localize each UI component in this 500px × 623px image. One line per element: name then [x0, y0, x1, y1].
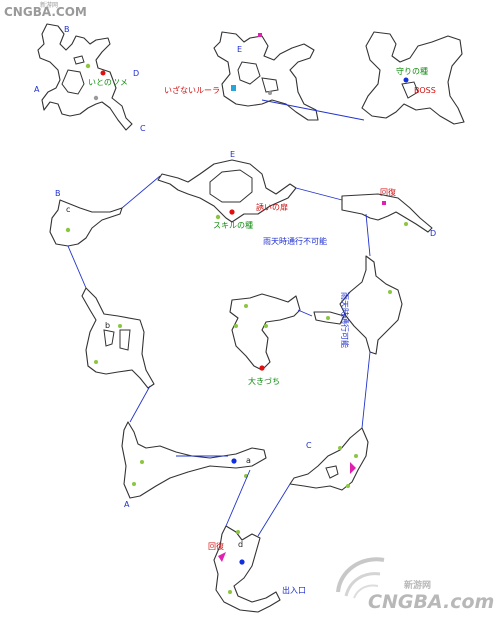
- item-label: 守りの種: [396, 66, 428, 76]
- marker-icon: [218, 552, 226, 562]
- item-label: いざないルーラ: [164, 85, 220, 95]
- marker-icon: [382, 201, 386, 205]
- swirl-icon: [336, 557, 385, 599]
- main-bottom: 回復 d 出入口: [208, 525, 306, 613]
- boss-label: BOSS: [414, 86, 436, 95]
- point-label: C: [140, 124, 146, 133]
- room-label: c: [66, 205, 70, 214]
- item-dot: [93, 95, 99, 101]
- marker-icon: [350, 462, 356, 474]
- point-label: E: [237, 45, 242, 54]
- item-dot: [259, 365, 265, 371]
- minimap-1: A B C D いとのツメ: [34, 23, 146, 133]
- item-dot: [388, 290, 392, 294]
- item-dot: [264, 324, 268, 328]
- item-dot: [100, 70, 106, 76]
- item-dot: [236, 530, 240, 534]
- point-label: C: [306, 441, 312, 450]
- point-label: E: [230, 150, 235, 159]
- main-top-loop: E 誘いの扉 スキルの種 雨天時通行不可能: [157, 150, 327, 246]
- main-left-upper: B c: [49, 189, 123, 247]
- point-label: D: [430, 229, 436, 238]
- item-label: 誘いの扉: [256, 202, 288, 212]
- item-dot: [229, 209, 235, 215]
- main-right-lower: C: [289, 427, 369, 491]
- item-dot: [354, 454, 358, 458]
- item-dot: [404, 222, 408, 226]
- main-right-tall: 雨天時通行可能: [313, 255, 403, 355]
- main-left-lower: A a: [121, 421, 267, 509]
- door-icon: [231, 85, 236, 91]
- route-line: [261, 99, 365, 121]
- item-label: スキルの種: [213, 220, 253, 230]
- point-label: B: [55, 189, 61, 198]
- item-dot: [85, 63, 91, 69]
- point-label: D: [133, 69, 139, 78]
- item-dot: [268, 91, 272, 95]
- heal-label: 回復: [208, 541, 224, 551]
- item-dot: [239, 559, 245, 565]
- marker-icon: [258, 33, 262, 37]
- item-dot: [118, 324, 122, 328]
- item-dot: [231, 458, 237, 464]
- item-dot: [338, 446, 342, 450]
- item-dot: [132, 482, 136, 486]
- minimap-2: E いざないルーラ: [164, 31, 319, 121]
- main-center: 大きづち: [229, 293, 301, 386]
- item-dot: [234, 324, 238, 328]
- minimap-3: 守りの種 BOSS: [361, 31, 465, 125]
- watermark-cn: 新游网: [404, 579, 431, 591]
- point-label: A: [124, 500, 130, 509]
- item-dot: [403, 77, 409, 83]
- item-dot: [228, 590, 232, 594]
- heal-label: 回復: [380, 187, 396, 197]
- item-dot: [326, 316, 330, 320]
- room-label: b: [105, 321, 110, 330]
- item-dot: [244, 304, 248, 308]
- note-label: 雨天時通行不可能: [263, 236, 327, 246]
- watermark-cn: 新游网: [40, 1, 58, 9]
- item-dot: [94, 360, 98, 364]
- room-label: a: [246, 456, 251, 465]
- item-dot: [215, 214, 221, 220]
- note-label: 雨天時通行可能: [340, 292, 350, 348]
- main-top-right: 回復 D: [341, 187, 436, 238]
- item-dot: [346, 484, 350, 488]
- main-left-middle: b: [81, 287, 155, 389]
- item-label: いとのツメ: [88, 78, 128, 87]
- watermark-brand: CNGBA.com: [368, 591, 494, 613]
- item-label: 大きづち: [248, 376, 280, 386]
- item-dot: [140, 460, 144, 464]
- watermark-brand: CNGBA.COM: [4, 5, 87, 19]
- room-label: d: [238, 540, 243, 549]
- watermark: CNGBA.COM 新游网 CNGBA.com 新游网: [4, 1, 494, 613]
- point-label: A: [34, 85, 40, 94]
- route-lines: [67, 175, 371, 537]
- entrance-label: 出入口: [282, 585, 306, 595]
- item-dot: [65, 227, 71, 233]
- point-label: B: [64, 25, 70, 34]
